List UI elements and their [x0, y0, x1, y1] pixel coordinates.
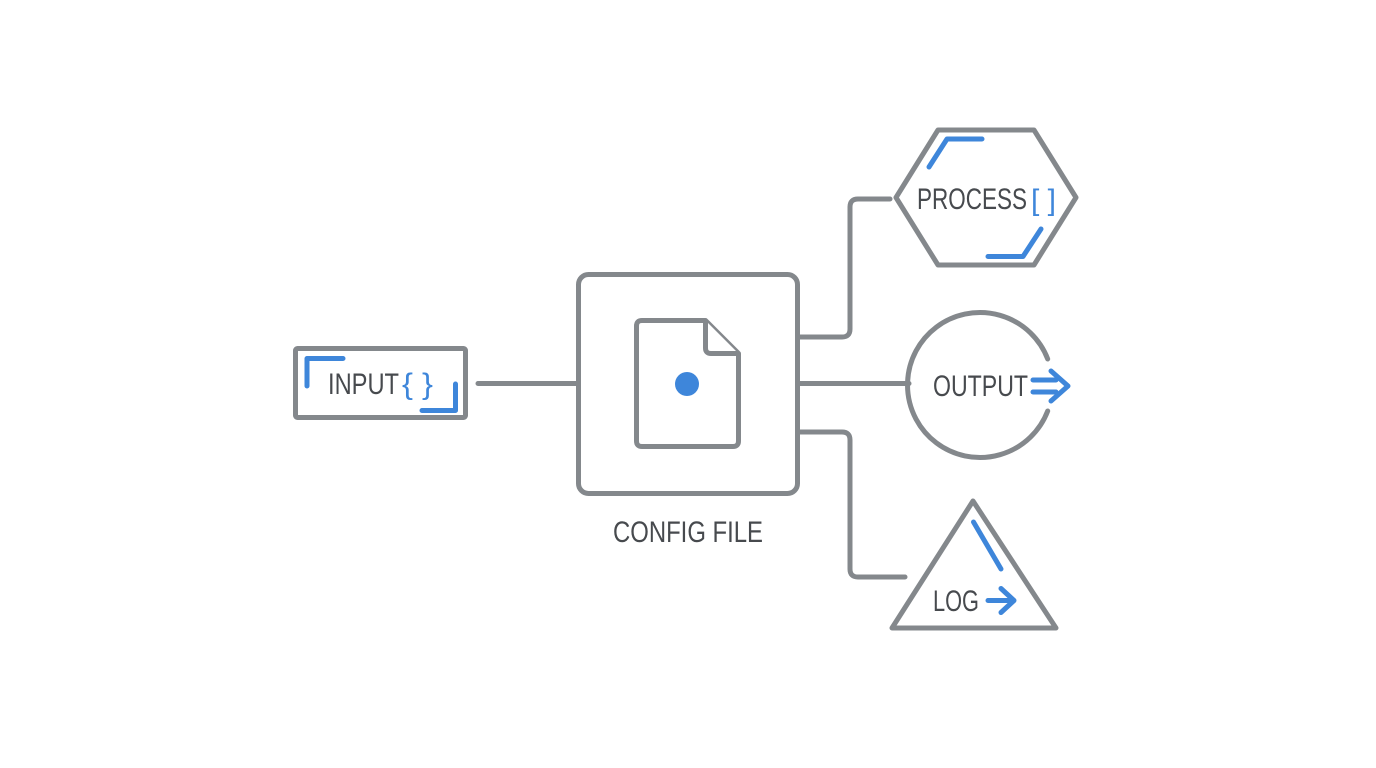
arrow-right-icon [985, 586, 1017, 615]
connector-config-process [797, 196, 893, 340]
double-arrow-right-icon [1030, 368, 1071, 404]
corner-bracket-top-left-icon [304, 356, 346, 389]
process-label: PROCESS [917, 183, 1027, 216]
process-hexagon [893, 127, 1079, 268]
hexagon-accent-top-left-icon [926, 136, 985, 170]
input-rectangle [293, 346, 468, 420]
output-circle [905, 310, 1051, 460]
log-label: LOG [933, 585, 979, 618]
log-node: LOG [889, 498, 1059, 631]
connector-config-log [797, 429, 908, 580]
log-triangle [889, 498, 1059, 631]
process-node: PROCESS [ ] [893, 127, 1079, 268]
file-fold-corner-icon [703, 320, 739, 356]
output-label: OUTPUT [933, 370, 1028, 403]
process-brackets: [ ] [1031, 184, 1056, 217]
config-node: CONFIG FILE [576, 272, 800, 549]
corner-bracket-bottom-right-icon [419, 381, 458, 413]
blue-dot-icon [675, 372, 699, 396]
diagonal-accent-icon [971, 519, 1004, 572]
output-node: OUTPUT [905, 310, 1071, 460]
input-label: INPUT [328, 368, 399, 401]
input-braces: { } [402, 368, 433, 401]
input-node: INPUT { } [293, 346, 468, 420]
hexagon-accent-bottom-right-icon [985, 226, 1044, 259]
config-label: CONFIG FILE [613, 516, 763, 549]
